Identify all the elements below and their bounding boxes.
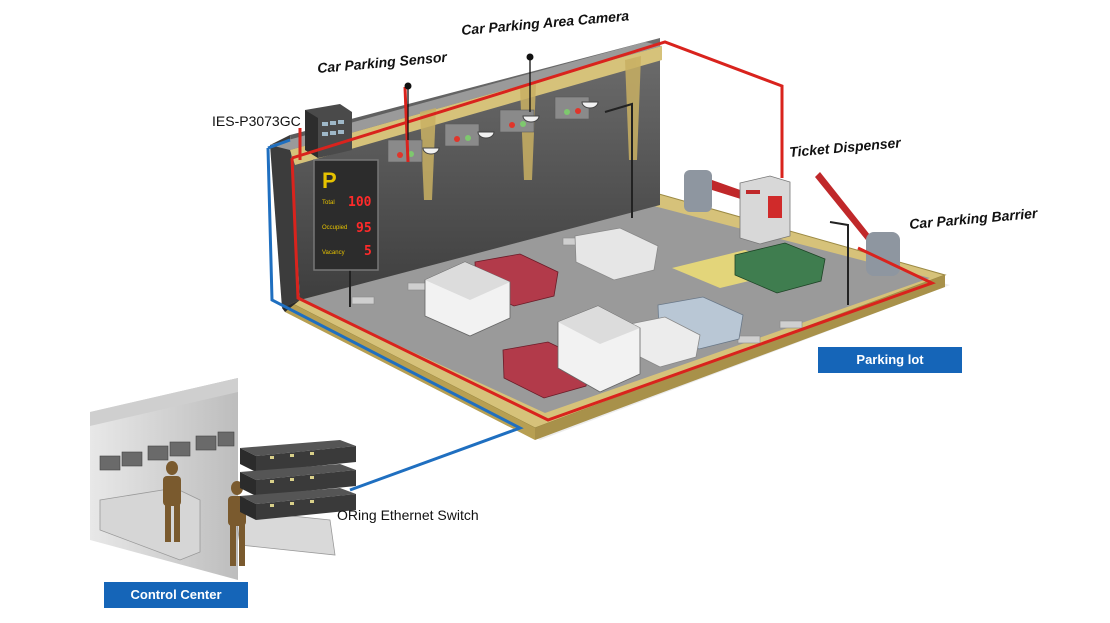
control-center-room bbox=[90, 378, 356, 580]
label-ies-p3073gc: IES-P3073GC bbox=[212, 113, 301, 129]
rack-switches bbox=[240, 440, 356, 520]
parking-lot-badge: Parking lot bbox=[818, 347, 962, 373]
ticket-dispenser bbox=[739, 175, 791, 245]
sign-value-3: 5 bbox=[364, 244, 372, 259]
dome-cameras bbox=[422, 101, 599, 155]
trucks bbox=[424, 261, 641, 393]
ies-switch-device bbox=[305, 104, 352, 158]
sign-caption-3: Vacancy bbox=[322, 250, 345, 256]
blue-link bbox=[266, 138, 524, 492]
sign-value-1: 100 bbox=[348, 195, 372, 210]
red-fiber-ring bbox=[291, 40, 784, 178]
sign-caption-2: Occupied bbox=[322, 225, 347, 231]
sign-caption-1: Total bbox=[322, 200, 335, 206]
control-center-badge: Control Center bbox=[104, 582, 248, 608]
parking-structure: P Total 100 Occupied 95 Vacancy 5 bbox=[270, 38, 950, 440]
network-lines bbox=[266, 40, 936, 492]
sign-letter: P bbox=[322, 168, 337, 193]
label-oring-switch: ORing Ethernet Switch bbox=[337, 507, 479, 523]
parking-sign: P Total 100 Occupied 95 Vacancy 5 bbox=[313, 159, 379, 271]
sign-value-2: 95 bbox=[356, 221, 372, 236]
